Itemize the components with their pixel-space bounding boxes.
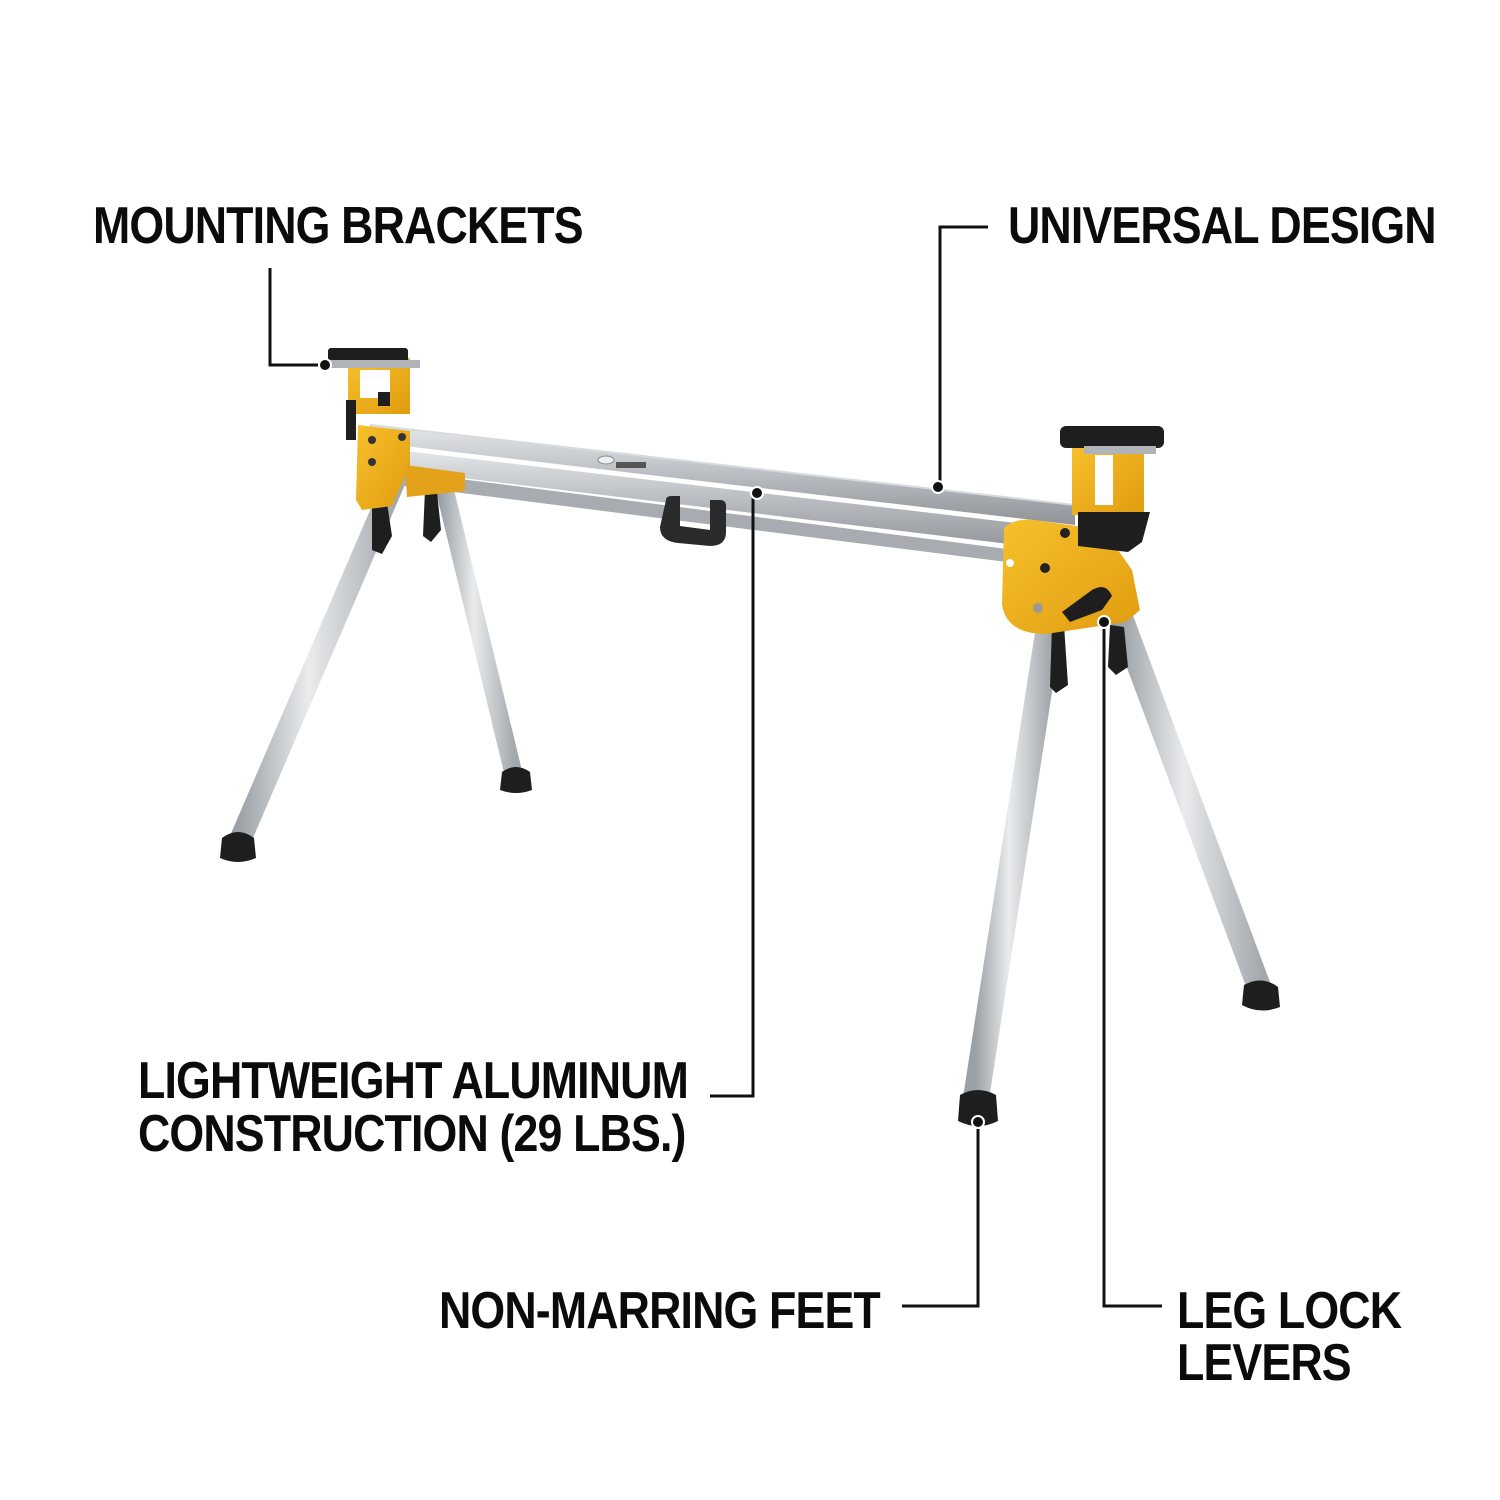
callout-leg-lock-levers: LEG LOCK LEVERS bbox=[1177, 1282, 1402, 1392]
aluminum-rails bbox=[369, 424, 1076, 570]
right-bracket-assembly bbox=[1002, 426, 1164, 634]
callout-lines bbox=[268, 225, 1162, 1308]
callout-lightweight-line-2: CONSTRUCTION (29 LBS.) bbox=[138, 1105, 686, 1164]
callout-universal-design: UNIVERSAL DESIGN bbox=[1008, 197, 1437, 255]
left-bracket-assembly bbox=[328, 348, 465, 510]
left-legs bbox=[220, 461, 532, 862]
callout-line-leg-lock-levers bbox=[1102, 622, 1162, 1308]
callout-line-lightweight-aluminum bbox=[710, 493, 755, 1098]
callout-leg-lock-line-2: LEVERS bbox=[1177, 1334, 1352, 1392]
callout-dots bbox=[318, 358, 1111, 1129]
callout-lightweight-line-1: LIGHTWEIGHT ALUMINUM bbox=[138, 1052, 689, 1110]
right-legs bbox=[958, 603, 1280, 1126]
callout-line-universal-design bbox=[938, 225, 988, 485]
callout-lightweight-aluminum: LIGHTWEIGHT ALUMINUM CONSTRUCTION (29 LB… bbox=[138, 1052, 689, 1164]
callout-mounting-brackets: MOUNTING BRACKETS bbox=[93, 197, 584, 255]
callout-line-non-marring-feet bbox=[902, 1122, 980, 1308]
callout-line-mounting-brackets bbox=[268, 268, 325, 367]
callout-leg-lock-line-1: LEG LOCK bbox=[1177, 1282, 1402, 1340]
callout-non-marring-feet: NON-MARRING FEET bbox=[439, 1282, 881, 1340]
